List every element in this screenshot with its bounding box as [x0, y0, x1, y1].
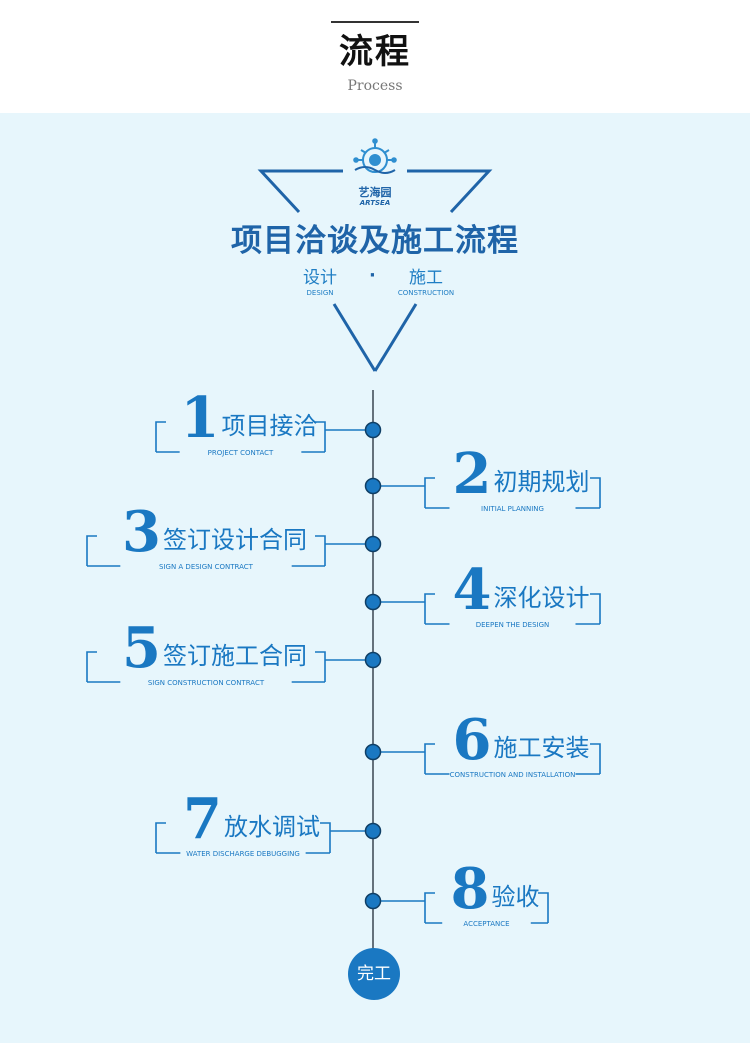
subtitle-design-cn: 设计 [303, 268, 337, 288]
section-title: 流程 [339, 32, 411, 72]
step-bracket-4 [424, 593, 601, 625]
subtitle-separator: · [369, 265, 376, 286]
step-title: 放水调试 [223, 813, 320, 841]
timeline-dot-2 [364, 477, 382, 495]
step-number: 2 [452, 441, 492, 507]
step-number: 7 [183, 786, 222, 852]
step-caption-7: WATER DISCHARGE DEBUGGING [186, 850, 300, 858]
process-panel [0, 113, 750, 1043]
timeline-dot-4 [364, 593, 382, 611]
step-caption-5: SIGN CONSTRUCTION CONTRACT [147, 679, 265, 687]
step-title: 施工安装 [493, 734, 590, 762]
step-bracket-3 [86, 535, 326, 567]
step-number: 8 [450, 856, 490, 922]
timeline-dot-6 [364, 743, 382, 761]
step-caption-4: DEEPEN THE DESIGN [475, 621, 550, 629]
step-caption-2: INITIAL PLANNING [481, 505, 544, 513]
step-caption-3: SIGN A DESIGN CONTRACT [159, 563, 253, 571]
triangle-left-arm [257, 169, 343, 214]
timeline-dot-1 [364, 421, 382, 439]
step-label-4: 4深化设计 [453, 562, 590, 618]
step-bracket-2 [424, 477, 601, 509]
step-title: 深化设计 [493, 584, 590, 612]
step-bracket-1 [155, 421, 326, 453]
step-number: 5 [122, 615, 161, 681]
ship-wheel-icon [353, 138, 397, 174]
header-rule [331, 21, 419, 23]
step-number: 4 [452, 557, 492, 623]
triangle-right-lower [373, 303, 418, 372]
step-title: 初期规划 [493, 468, 590, 496]
timeline-dot-8 [364, 892, 382, 910]
step-caption-8: ACCEPTANCE [463, 920, 510, 928]
step-caption-1: PROJECT CONTACT [207, 449, 274, 457]
step-title: 签订设计合同 [162, 526, 307, 554]
section-subtitle: Process [347, 78, 403, 94]
logo-cn: 艺海园 [358, 186, 392, 199]
logo-en: ARTSEA [359, 199, 391, 207]
step-number: 3 [122, 499, 161, 565]
step-label-7: 7放水调试 [183, 791, 320, 847]
step-number: 1 [180, 385, 220, 451]
subtitle-construction-cn: 施工 [409, 268, 443, 288]
step-label-1: 1项目接洽 [181, 390, 318, 446]
step-title: 验收 [491, 883, 540, 911]
step-caption-6: CONSTRUCTION AND INSTALLATION [449, 771, 576, 779]
triangle-right-arm [407, 169, 493, 214]
step-bracket-5 [86, 651, 326, 683]
triangle-left-lower [332, 303, 377, 372]
step-number: 6 [452, 707, 492, 773]
timeline-dot-7 [364, 822, 382, 840]
step-bracket-8 [424, 892, 549, 924]
step-label-6: 6施工安装 [453, 712, 590, 768]
timeline-dot-3 [364, 535, 382, 553]
step-label-5: 5签订施工合同 [122, 620, 307, 676]
section-header: 流程 Process [0, 0, 750, 113]
triangle-frame [257, 169, 493, 372]
step-label-3: 3签订设计合同 [122, 504, 307, 560]
timeline-dot-5 [364, 651, 382, 669]
subtitle-design-en: DESIGN [306, 289, 334, 297]
step-title: 项目接洽 [221, 412, 318, 440]
step-label-8: 8验收 [451, 861, 540, 917]
step-bracket-6 [424, 743, 601, 775]
step-title: 签订施工合同 [162, 642, 307, 670]
finish-circle: 完工 [348, 948, 400, 1000]
subtitle-construction-en: CONSTRUCTION [397, 289, 455, 297]
main-title: 项目洽谈及施工流程 [231, 223, 519, 259]
step-label-2: 2初期规划 [453, 446, 590, 502]
step-bracket-7 [155, 822, 331, 854]
